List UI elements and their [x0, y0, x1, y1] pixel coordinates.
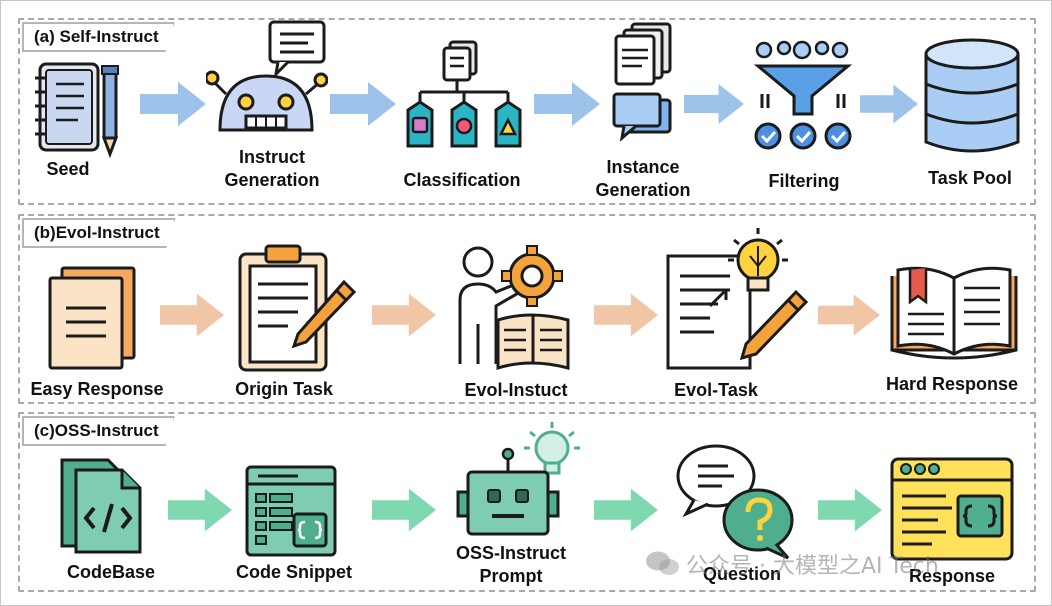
instance-generation-label-line1: Instance — [606, 157, 680, 177]
code-window-icon — [245, 465, 337, 557]
speech-bubbles-question-icon — [676, 444, 794, 560]
funnel-icon — [753, 40, 853, 150]
self-instruct-panel: (a) Self-Instruct — [18, 18, 1036, 205]
clipboard-pencil-icon — [238, 244, 357, 372]
origin-task-label: Origin Task — [235, 379, 333, 399]
arrow-right-icon — [140, 82, 206, 126]
code-browser-icon — [890, 457, 1014, 561]
evol-instruct-title: (b)Evol-Instruct — [22, 218, 176, 248]
oss-instruct-prompt-label-line2: Prompt — [479, 566, 543, 586]
response-label: Response — [908, 566, 996, 586]
seed-label: Seed — [46, 159, 90, 179]
evol-instruct-panel: (b)Evol-Instruct — [18, 214, 1036, 404]
database-icon — [924, 38, 1020, 153]
person-gear-book-icon — [458, 245, 570, 371]
arrow-right-icon — [330, 82, 396, 126]
instance-generation-label-line2: Generation — [595, 180, 691, 200]
easy-response-label: Easy Response — [30, 379, 164, 399]
hierarchy-tags-icon — [406, 40, 522, 148]
codebase-label: CodeBase — [66, 562, 156, 582]
watermark-text: 公众号 · 大模型之AI Tech — [686, 554, 939, 579]
arrow-right-icon — [372, 488, 436, 532]
arrow-right-icon — [594, 293, 658, 337]
arrow-right-icon — [860, 84, 918, 124]
code-files-icon — [60, 458, 142, 554]
oss-instruct-prompt-label-line1: OSS-Instruct — [455, 543, 567, 563]
arrow-right-icon — [160, 293, 224, 337]
arrow-right-icon — [168, 488, 232, 532]
arrow-right-icon — [594, 488, 658, 532]
arrow-right-icon — [818, 488, 882, 532]
question-label: Question — [702, 564, 782, 584]
documents-chat-icon — [612, 22, 672, 142]
instruct-generation-label-line2: Generation — [224, 170, 320, 190]
evol-task-label: Evol-Task — [674, 380, 758, 400]
arrow-right-icon — [684, 84, 744, 124]
evol-instuct-label: Evol-Instuct — [464, 380, 568, 400]
classification-label: Classification — [403, 170, 521, 190]
code-snippet-label: Code Snippet — [236, 562, 352, 582]
notebook-pen-icon — [35, 62, 119, 158]
instruct-generation-label-line1: Instruct — [238, 147, 306, 167]
self-instruct-title: (a) Self-Instruct — [22, 22, 175, 52]
wechat-logo-icon — [646, 551, 679, 575]
oss-instruct-title: (c)OSS-Instruct — [22, 416, 175, 446]
robot-lightbulb-icon — [456, 422, 580, 536]
task-pool-label: Task Pool — [928, 168, 1012, 188]
document-lightbulb-pen-icon — [666, 228, 809, 370]
open-book-icon — [890, 266, 1018, 360]
filtering-label: Filtering — [768, 171, 840, 191]
arrow-right-icon — [818, 294, 880, 336]
hard-response-label: Hard Response — [885, 374, 1019, 394]
paper-stack-icon — [48, 266, 136, 370]
arrow-right-icon — [372, 293, 436, 337]
arrow-right-icon — [534, 82, 600, 126]
oss-instruct-panel: (c)OSS-Instruct — [18, 412, 1036, 592]
robot-chat-icon — [206, 20, 328, 132]
